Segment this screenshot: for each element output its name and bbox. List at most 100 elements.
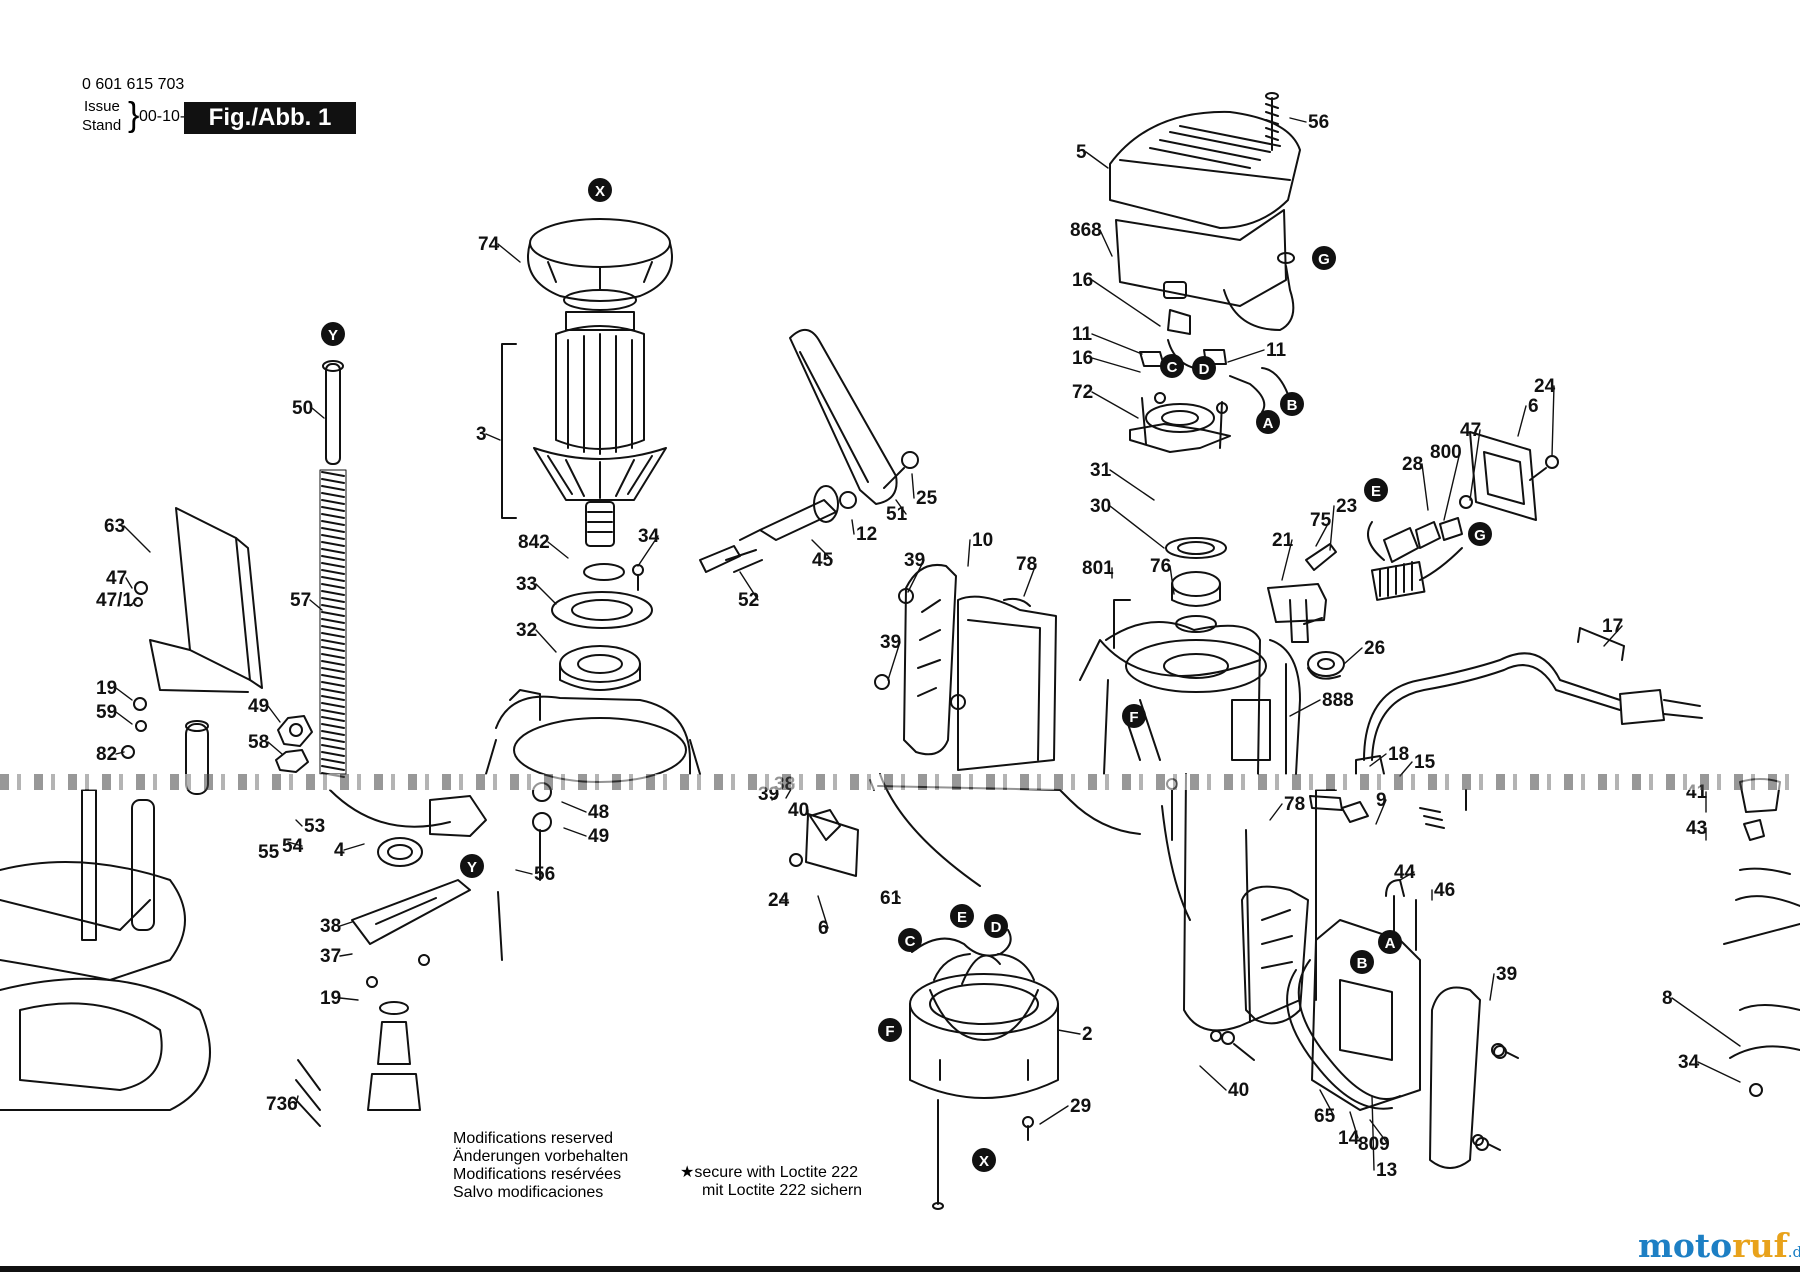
callout-letter: F	[1129, 709, 1138, 726]
right-screws	[1221, 795, 1519, 1151]
part-number-label: 2	[1082, 1024, 1093, 1045]
part-number-label: 53	[304, 816, 325, 837]
depth-stop	[1723, 778, 1800, 1097]
part-leader-line	[911, 473, 915, 499]
bracket-9	[1315, 789, 1337, 1001]
part-number-label: 47/1	[96, 590, 133, 611]
part-number-label: 17	[1602, 616, 1623, 637]
part-leader-line	[1039, 1105, 1069, 1125]
part-leader-line	[1099, 229, 1113, 257]
motor-cap	[1109, 92, 1301, 331]
part-leader-line	[311, 407, 325, 419]
part-number-label: 6	[1528, 396, 1539, 417]
part-leader-line	[485, 433, 501, 441]
part-leader-line	[1109, 469, 1155, 501]
part-leader-line	[287, 841, 303, 847]
callout-marker	[1256, 410, 1280, 434]
callout-marker	[898, 928, 922, 952]
callout-letter: A	[1263, 415, 1274, 432]
part-leader-line	[1375, 799, 1387, 825]
part-leader-line	[1369, 753, 1387, 767]
part-leader-line	[561, 801, 587, 813]
part-number-label: 26	[1364, 638, 1385, 659]
part-leader-line	[1109, 505, 1165, 549]
callout-letter: B	[1357, 955, 1368, 972]
small-screws-left	[121, 581, 313, 795]
part-leader-line	[1551, 385, 1555, 457]
spring	[319, 469, 347, 778]
part-number-label: 45	[812, 550, 834, 571]
part-number-label: 49	[248, 696, 269, 717]
side-cover-left	[874, 564, 1057, 771]
notice-line-de: Änderungen vorbehalten	[453, 1148, 629, 1165]
part-number-label: 50	[292, 398, 313, 419]
part-leader-line	[563, 827, 587, 837]
part-leader-line	[339, 953, 353, 957]
callout-letter: F	[885, 1023, 894, 1040]
part-leader-line	[1289, 699, 1321, 717]
part-leader-line	[1085, 151, 1109, 169]
part-leader-line	[309, 599, 323, 611]
part-leader-line	[115, 687, 133, 701]
part-leader-line	[967, 539, 971, 567]
part-number-label: 59	[96, 702, 117, 723]
part-number-label: 43	[1686, 818, 1707, 839]
part-number-label: 23	[1336, 496, 1357, 517]
part-leader-line	[1091, 279, 1161, 327]
part-number-label: 78	[1016, 554, 1037, 575]
part-number-label: 888	[1322, 690, 1354, 711]
screws-bottom-center	[789, 773, 1141, 887]
part-number-label: 82	[96, 744, 117, 765]
part-number-label: 75	[1310, 510, 1332, 531]
part-number-label: 6	[818, 918, 829, 939]
watermark-logo: motoruf.de	[1638, 1226, 1800, 1265]
part-leader-line	[1315, 519, 1331, 547]
part-leader-line	[115, 711, 133, 725]
part-leader-line	[267, 741, 283, 755]
part-number-label: 47	[1460, 420, 1481, 441]
part-leader-line	[1443, 451, 1461, 521]
part-leader-line	[1091, 357, 1141, 373]
part-leader-line	[895, 499, 907, 515]
part-number-label: 74	[478, 234, 500, 255]
callout-marker	[1122, 704, 1146, 728]
callout-marker	[1378, 930, 1402, 954]
loctite-notice: ★secure with Loctite 222 mit Loctite 222…	[680, 1164, 862, 1200]
callout-letter: D	[1199, 361, 1210, 378]
part-number-label: 40	[788, 800, 809, 821]
part-leader-line	[535, 583, 557, 605]
part-number-label: 55	[258, 842, 280, 863]
callout-letter: A	[1385, 935, 1396, 952]
part-leader-line	[115, 751, 125, 755]
bearing-stack	[551, 563, 653, 691]
modifications-notice: Modifications reserved Änderungen vorbeh…	[453, 1130, 628, 1202]
bracket-plate	[149, 507, 263, 693]
part-number-label: 25	[916, 488, 938, 509]
part-number-label: 24	[1534, 376, 1556, 397]
part-number-label: 39	[904, 550, 925, 571]
part-leader-line	[343, 843, 365, 851]
part-leader-line	[1489, 973, 1495, 1001]
stand-label: Stand	[82, 117, 122, 134]
part-leader-line	[535, 629, 557, 653]
part-leader-line	[295, 1095, 299, 1105]
scan-artifact-band	[0, 774, 1800, 790]
part-leader-line	[515, 869, 533, 875]
part-number-label: 29	[1070, 1096, 1091, 1117]
part-leader-line	[907, 559, 925, 593]
part-number-label: 63	[104, 516, 125, 537]
part-leader-line	[1091, 333, 1143, 355]
part-number-label: 52	[738, 590, 759, 611]
part-leader-line	[123, 525, 151, 553]
part-leader-line	[497, 243, 521, 263]
part-number-label: 16	[1072, 270, 1093, 291]
callout-letter: Y	[467, 859, 477, 876]
part-leader-line	[1697, 1061, 1741, 1083]
part-number-label: 10	[972, 530, 993, 551]
notice-line-en: Modifications reserved	[453, 1130, 614, 1147]
part-number-label: 56	[1308, 112, 1329, 133]
callout-letter: G	[1318, 251, 1330, 268]
part-number-label: 31	[1090, 460, 1112, 481]
